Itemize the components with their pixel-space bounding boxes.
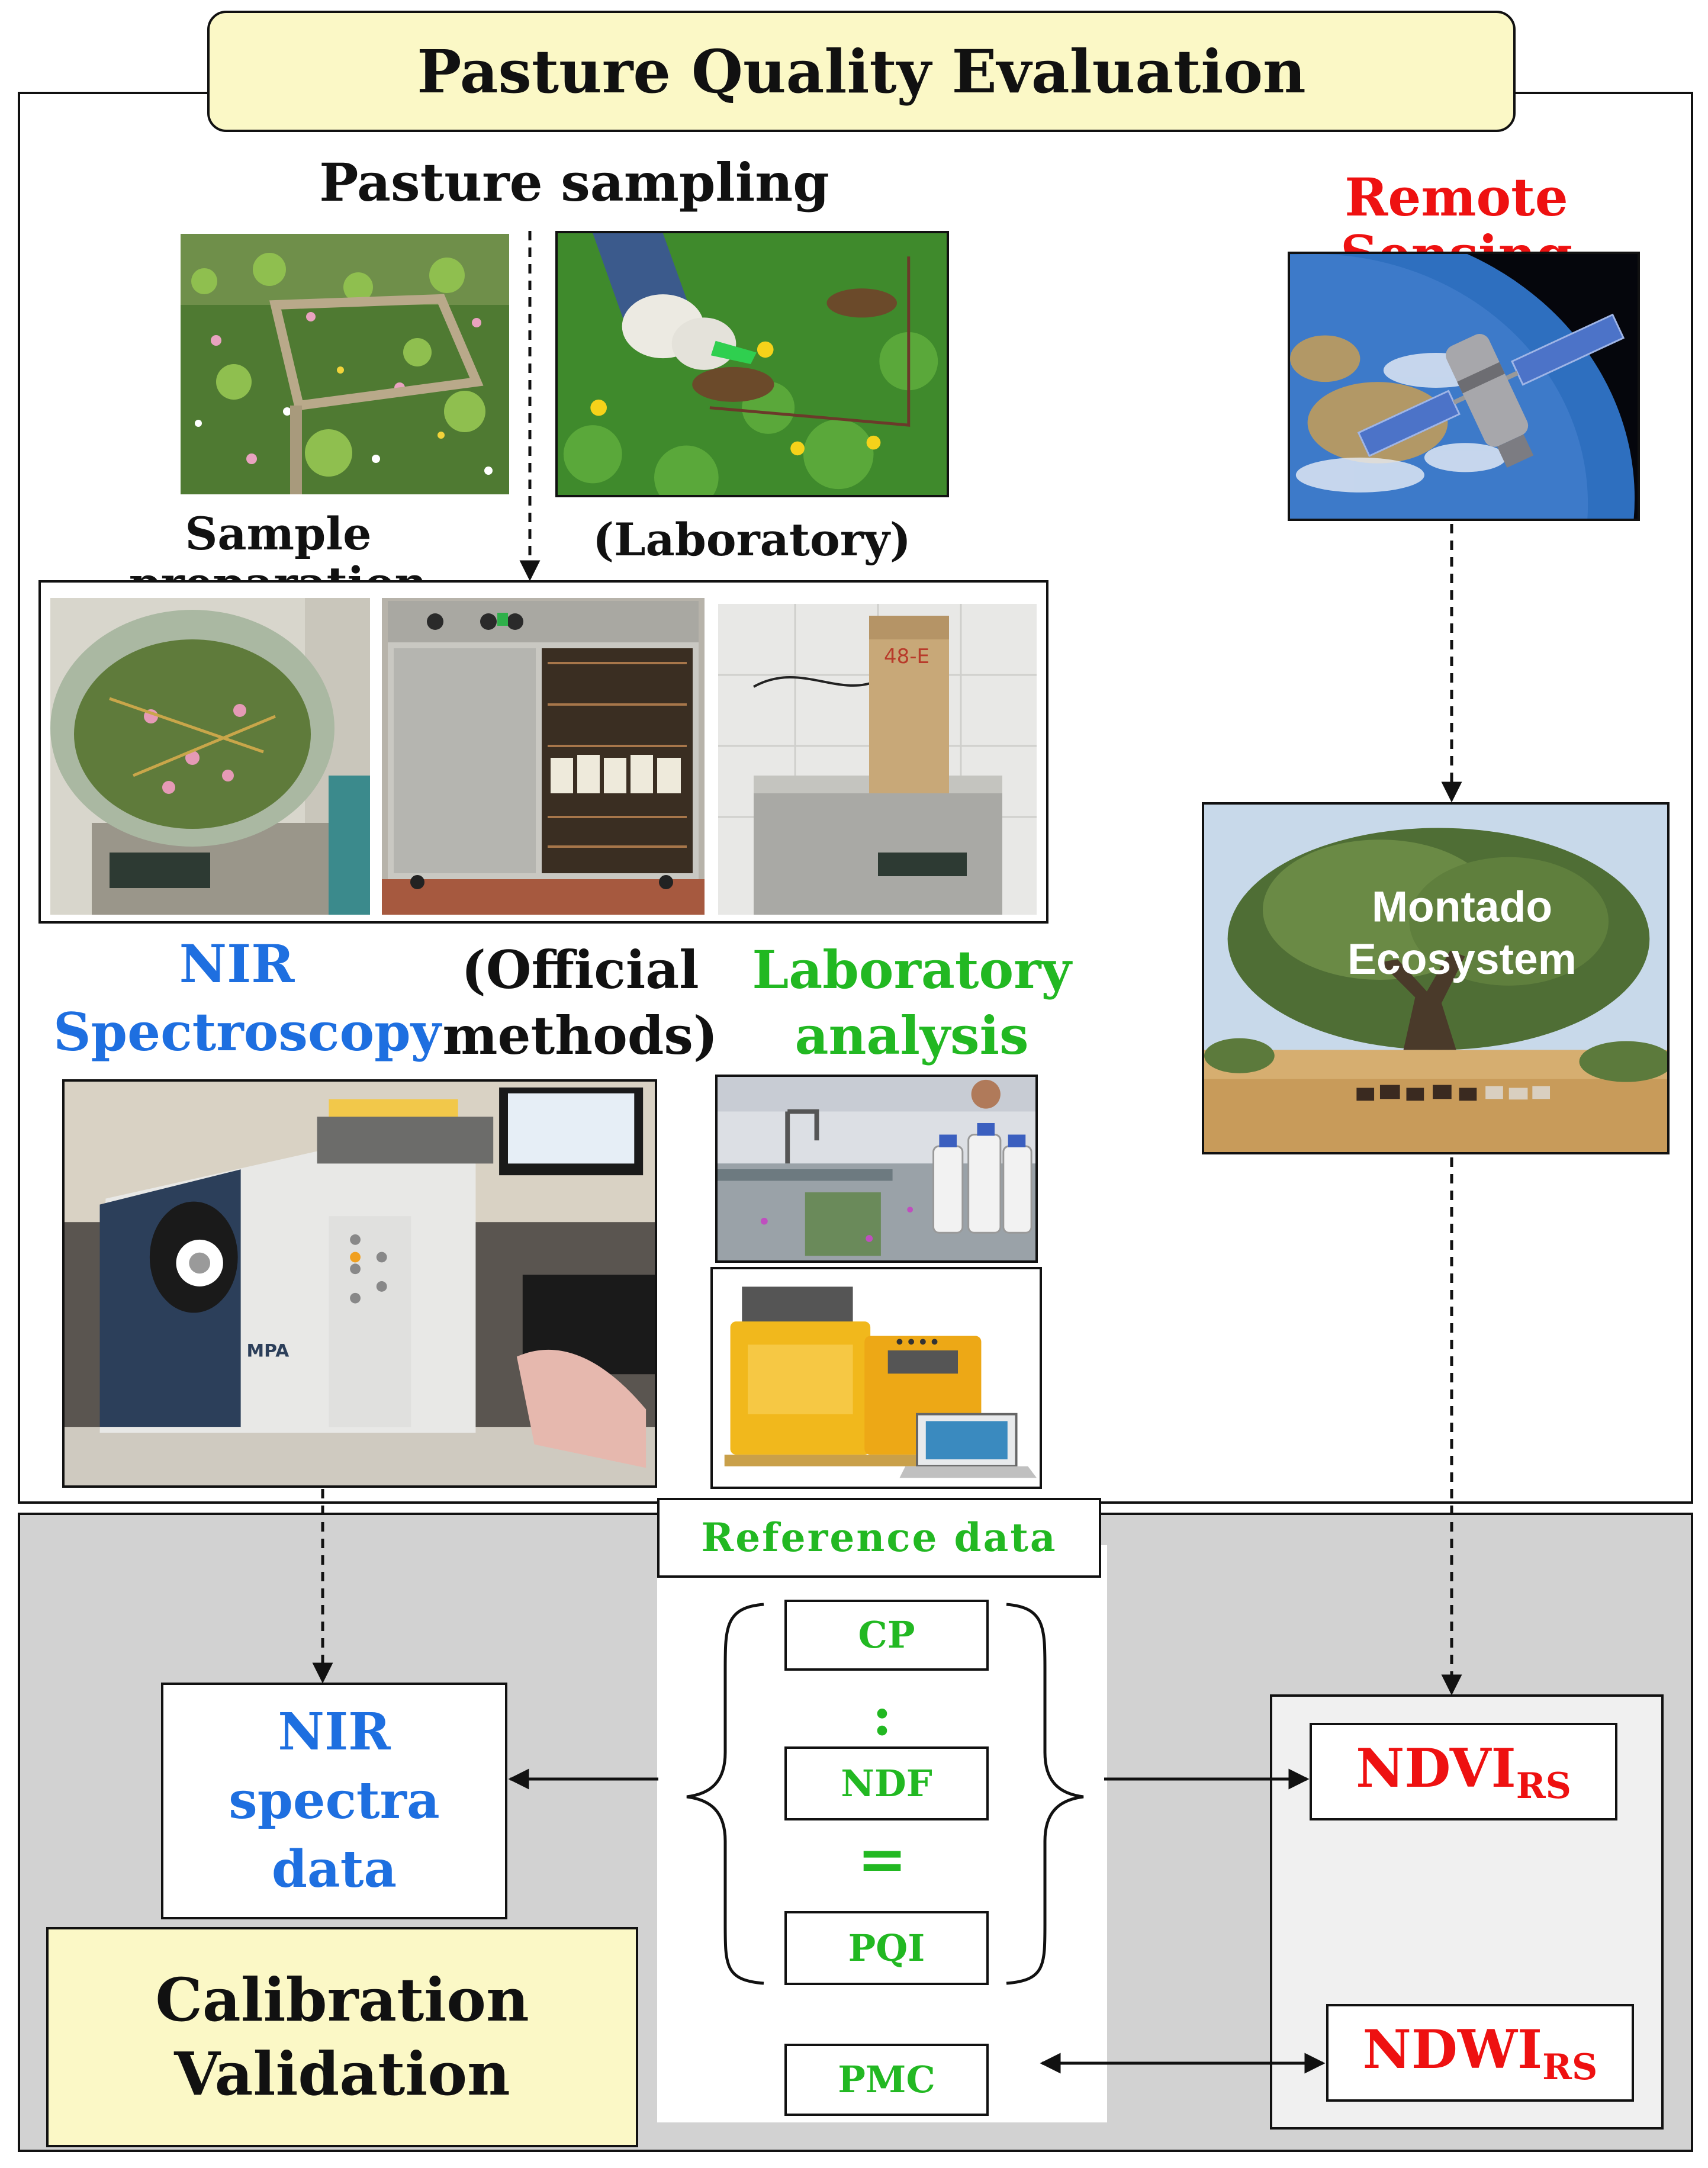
pasture-sampling-label: Pasture sampling — [319, 152, 829, 213]
montado-ecosystem-photo: Montado Ecosystem — [1202, 802, 1670, 1154]
laboratory-label: (Laboratory) — [593, 513, 911, 566]
validation-label: Validation — [174, 2039, 510, 2109]
fiber-analyzer-photo — [710, 1267, 1042, 1489]
title-box: Pasture Quality Evaluation — [207, 11, 1516, 132]
nir-spectrometer-photo: MPA — [62, 1079, 657, 1488]
cp-box: CP — [784, 1600, 989, 1671]
calibration-label: Calibration — [155, 1965, 529, 2035]
drying-oven-photo — [382, 598, 705, 915]
satellite-photo — [1288, 252, 1640, 521]
official-methods-line2: methods) — [442, 1004, 718, 1066]
nir-spectra-line2: spectra — [229, 1770, 440, 1831]
bagged-sample-scale-photo — [50, 598, 370, 915]
ndvi-label: NDVI — [1356, 1736, 1516, 1800]
hand-sampling-photo — [555, 231, 949, 497]
ndvi-subscript: RS — [1516, 1765, 1571, 1807]
ndvi-box: NDVIRS — [1310, 1723, 1617, 1820]
nir-spectra-line3: data — [271, 1839, 397, 1900]
page-title: Pasture Quality Evaluation — [417, 36, 1306, 107]
ndwi-label: NDWI — [1362, 2018, 1543, 2081]
quadrat-field-photo — [181, 234, 509, 494]
ndf-box: NDF — [784, 1746, 989, 1820]
paper-bag-scale-photo: 48-E — [718, 604, 1037, 915]
montado-line2-text: Ecosystem — [1347, 935, 1577, 983]
nir-spectra-data-box: NIR spectra data — [161, 1683, 507, 1919]
equals-symbol: = — [857, 1824, 907, 1894]
nir-spectroscopy-line1: NIR — [179, 933, 295, 995]
nir-spectra-line1: NIR — [278, 1701, 391, 1762]
nir-spectroscopy-line2: Spectroscopy — [53, 1001, 441, 1063]
pqi-box: PQI — [784, 1911, 989, 1985]
cp-label: CP — [858, 1613, 915, 1656]
ndf-label: NDF — [841, 1762, 932, 1805]
laboratory-analysis-label: Laboratory analysis — [728, 941, 1095, 1064]
montado-line1-text: Montado — [1372, 883, 1552, 931]
colon-symbol: : — [872, 1685, 892, 1748]
reference-data-label: Reference data — [701, 1514, 1057, 1561]
pqi-label: PQI — [848, 1926, 925, 1970]
bag-label-text: 48-E — [884, 645, 929, 668]
ndwi-box: NDWIRS — [1326, 2004, 1634, 2102]
lab-bench-photo — [715, 1075, 1038, 1263]
calibration-validation-box: Calibration Validation — [46, 1927, 638, 2147]
reference-data-box: Reference data — [657, 1498, 1101, 1578]
nir-spectroscopy-label: NIR Spectroscopy — [53, 933, 441, 1063]
pmc-label: PMC — [838, 2058, 935, 2101]
ndwi-subscript: RS — [1542, 2046, 1598, 2088]
laboratory-analysis-line1: Laboratory — [752, 939, 1072, 1001]
official-methods-label: (Official methods) — [438, 941, 722, 1064]
official-methods-line1: (Official — [461, 939, 699, 1001]
laboratory-analysis-line2: analysis — [795, 1004, 1029, 1066]
nir-device-label-text: MPA — [247, 1341, 290, 1362]
pmc-box: PMC — [784, 2044, 989, 2116]
